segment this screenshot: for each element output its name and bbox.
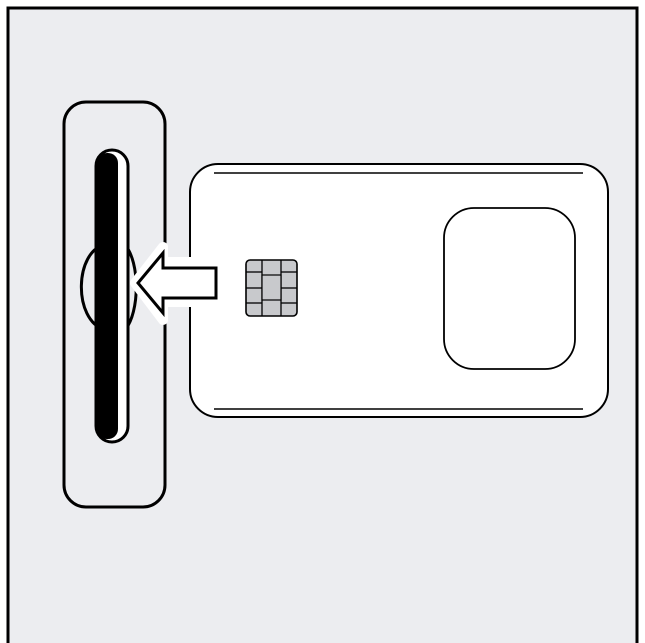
- smart-card-icon: [189, 163, 609, 418]
- chip-icon: [245, 259, 298, 317]
- insert-arrow-icon: [130, 242, 226, 325]
- reader-slot-opening: [97, 153, 118, 439]
- card-slot-icon: [62, 100, 167, 509]
- card-window: [443, 207, 576, 370]
